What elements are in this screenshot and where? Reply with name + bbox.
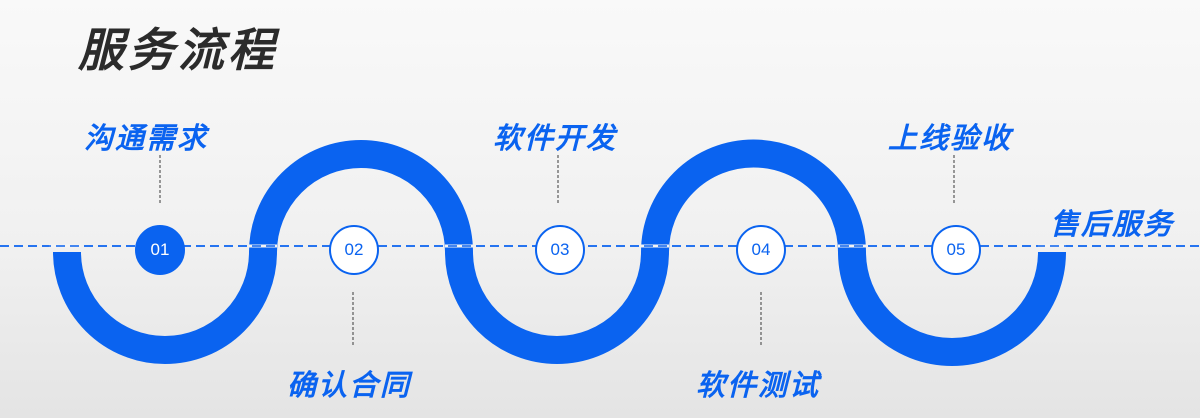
step-label-01: 沟通需求 xyxy=(84,121,209,155)
step-node-05: 05 xyxy=(931,225,981,275)
band-segment-1 xyxy=(53,251,277,364)
band-segment-2 xyxy=(249,140,473,253)
step-label-02: 确认合同 xyxy=(287,368,412,402)
step-label-04: 软件测试 xyxy=(696,368,821,402)
step-label-05: 上线验收 xyxy=(888,121,1013,155)
band-segment-3 xyxy=(445,251,669,364)
connector-lines xyxy=(159,155,955,347)
serpentine-band xyxy=(53,139,1066,366)
step-node-02: 02 xyxy=(329,225,379,275)
band-segment-5 xyxy=(838,251,1066,366)
step-node-01: 01 xyxy=(135,225,185,275)
after-sales-label: 售后服务 xyxy=(1050,207,1175,241)
band-segment-4 xyxy=(641,139,866,253)
step-node-04: 04 xyxy=(736,225,786,275)
step-label-03: 软件开发 xyxy=(493,121,618,155)
step-node-03: 03 xyxy=(535,225,585,275)
page-title: 服务流程 xyxy=(78,23,278,77)
